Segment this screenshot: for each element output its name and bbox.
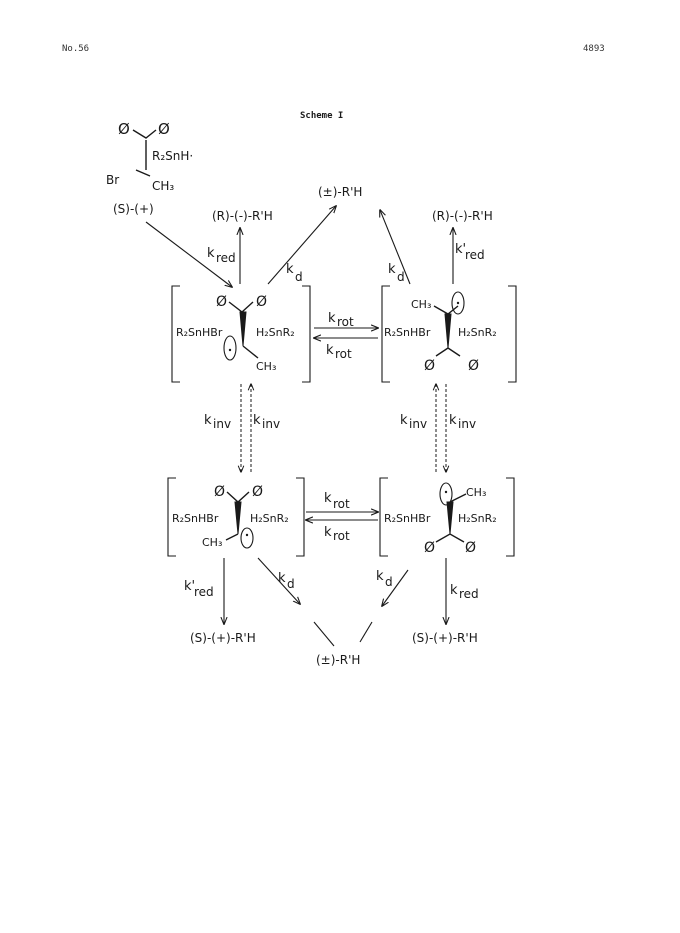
page-number-left: No.56 <box>62 44 90 54</box>
svg-text:Ø: Ø <box>468 358 479 374</box>
svg-text:rot: rot <box>333 497 350 511</box>
svg-text:inv: inv <box>458 417 476 431</box>
svg-text:CH₃: CH₃ <box>256 360 276 373</box>
svg-text:Ø: Ø <box>216 294 227 310</box>
rate-kd-tl: k d <box>286 262 303 284</box>
svg-text:k: k <box>328 311 336 326</box>
product-bottom-left: (S)-(+)-R'H <box>190 631 256 645</box>
svg-text:Ø: Ø <box>214 484 225 500</box>
entry-arrow <box>145 221 232 287</box>
svg-text:k': k' <box>455 242 466 257</box>
rate-kd-br: k d <box>376 569 393 589</box>
svg-text:d: d <box>385 575 393 589</box>
arrow-kd-br <box>382 569 409 606</box>
scheme-title: Scheme I <box>300 111 343 121</box>
svg-text:red: red <box>194 585 214 599</box>
svg-text:red: red <box>459 587 479 601</box>
rate-krot-bottom-fwd: k rot <box>324 491 350 511</box>
phi-label: Ø <box>118 120 130 138</box>
svg-text:R₂SnHBr: R₂SnHBr <box>176 326 223 339</box>
svg-text:k: k <box>400 413 408 428</box>
rate-krot-top-rev: k rot <box>326 343 352 361</box>
svg-text:R₂SnHBr: R₂SnHBr <box>384 326 431 339</box>
svg-text:H₂SnR₂: H₂SnR₂ <box>250 512 289 525</box>
svg-text:inv: inv <box>262 417 280 431</box>
svg-text:d: d <box>287 577 295 591</box>
svg-text:Ø: Ø <box>256 294 267 310</box>
arrow-kd-bl-2 <box>313 621 335 647</box>
arrow-kd-br-2 <box>359 621 373 643</box>
rate-krot-top-fwd: k rot <box>328 311 354 329</box>
rate-krot-bottom-rev: k rot <box>324 525 350 543</box>
svg-text:k: k <box>388 262 396 277</box>
rate-kred-tl: k red <box>207 246 236 265</box>
rate-kd-bl: k d <box>278 571 295 591</box>
rate-kinv-left-a: k inv <box>204 413 231 431</box>
svg-text:d: d <box>295 270 303 284</box>
phi-label: Ø <box>158 120 170 138</box>
product-bottom-right: (S)-(+)-R'H <box>412 631 478 645</box>
svg-text:CH₃: CH₃ <box>411 298 431 311</box>
svg-text:k: k <box>449 413 457 428</box>
product-top-center: (±)-R'H <box>318 185 362 199</box>
page-number-right: 4893 <box>583 44 605 54</box>
svg-text:rot: rot <box>337 315 354 329</box>
config-label: (S)-(+) <box>113 202 154 216</box>
svg-text:k: k <box>450 583 458 598</box>
svg-text:k: k <box>324 491 332 506</box>
rate-kinv-left-b: k inv <box>253 413 280 431</box>
svg-text:inv: inv <box>213 417 231 431</box>
rate-kinv-right-b: k inv <box>449 413 476 431</box>
tin-hydride-label: R₂SnH· <box>152 149 193 163</box>
svg-text:R₂SnHBr: R₂SnHBr <box>384 512 431 525</box>
svg-text:k: k <box>278 571 286 586</box>
svg-text:H₂SnR₂: H₂SnR₂ <box>458 326 497 339</box>
svg-text:inv: inv <box>409 417 427 431</box>
svg-text:k: k <box>326 343 334 358</box>
starting-radical: Ø Ø R₂SnH· Br CH₃ (S)-(+) <box>106 120 193 216</box>
complex-top-right: CH₃ R₂SnHBr H₂SnR₂ Ø Ø <box>381 285 517 383</box>
product-bottom-center: (±)-R'H <box>316 653 360 667</box>
svg-text:Ø: Ø <box>252 484 263 500</box>
arrow-kd-tr <box>380 210 411 285</box>
svg-text:Ø: Ø <box>465 540 476 556</box>
rate-kd-tr: k d <box>388 262 405 284</box>
svg-text:d: d <box>397 270 405 284</box>
svg-text:Ø: Ø <box>424 358 435 374</box>
svg-text:CH₃: CH₃ <box>466 486 486 499</box>
product-top-right: (R)-(-)-R'H <box>432 209 493 223</box>
complex-bottom-left: Ø Ø R₂SnHBr H₂SnR₂ CH₃ <box>167 477 305 557</box>
complex-bottom-right: CH₃ R₂SnHBr H₂SnR₂ Ø Ø <box>379 477 515 557</box>
product-top-left: (R)-(-)-R'H <box>212 209 273 223</box>
methyl-label: CH₃ <box>152 179 174 193</box>
svg-text:R₂SnHBr: R₂SnHBr <box>172 512 219 525</box>
svg-text:k': k' <box>184 579 195 594</box>
svg-text:k: k <box>324 525 332 540</box>
svg-text:red: red <box>216 251 236 265</box>
rate-kred-prime-bl: k' red <box>184 579 214 599</box>
svg-text:H₂SnR₂: H₂SnR₂ <box>458 512 497 525</box>
svg-text:H₂SnR₂: H₂SnR₂ <box>256 326 295 339</box>
svg-text:k: k <box>376 569 384 584</box>
svg-text:k: k <box>204 413 212 428</box>
svg-text:Ø: Ø <box>424 540 435 556</box>
svg-text:k: k <box>207 246 215 261</box>
rate-kinv-right-a: k inv <box>400 413 427 431</box>
arrow-kd-bl <box>257 557 300 604</box>
rate-kred-prime-tr: k' red <box>455 242 485 262</box>
bromine-label: Br <box>106 173 119 187</box>
svg-text:rot: rot <box>335 347 352 361</box>
svg-text:rot: rot <box>333 529 350 543</box>
svg-text:CH₃: CH₃ <box>202 536 222 549</box>
arrow-kd-tl <box>267 206 336 285</box>
svg-text:red: red <box>465 248 485 262</box>
rate-kred-br: k red <box>450 583 479 601</box>
complex-top-left: Ø Ø R₂SnHBr H₂SnR₂ CH₃ <box>171 285 311 383</box>
svg-text:k: k <box>253 413 261 428</box>
svg-text:k: k <box>286 262 294 277</box>
